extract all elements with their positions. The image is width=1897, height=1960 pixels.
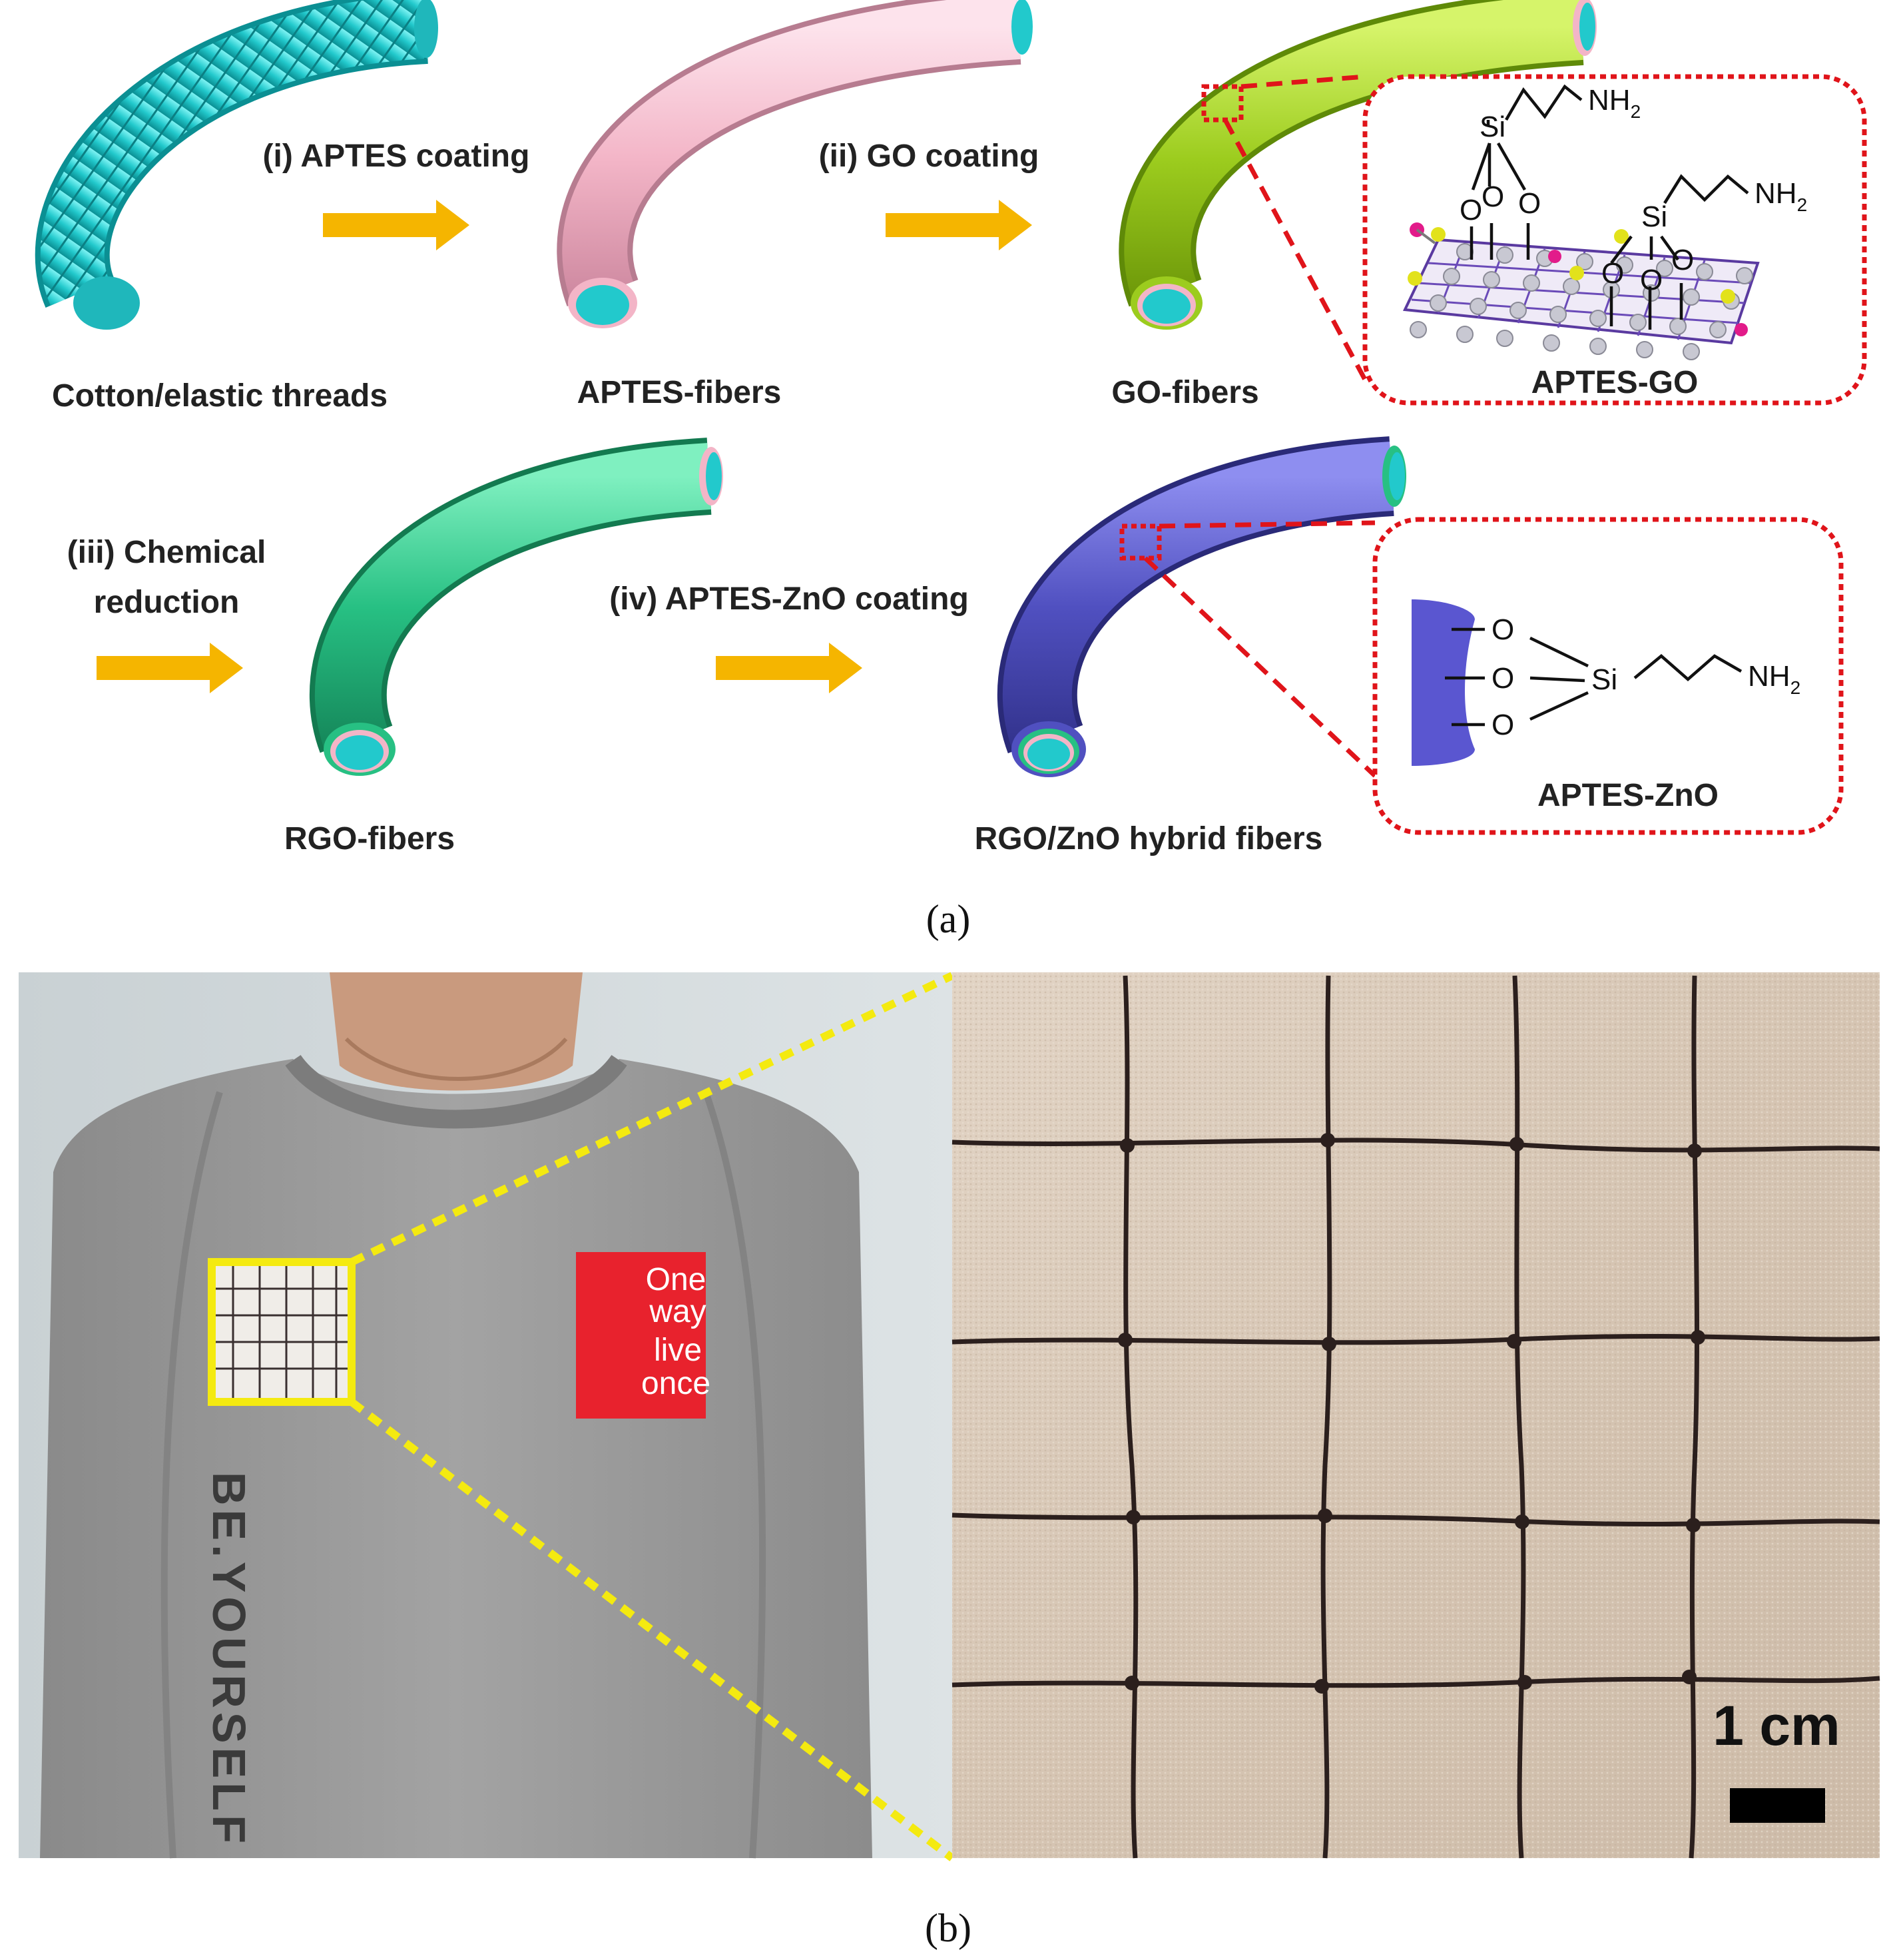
patch-line-3: live [654, 1333, 702, 1368]
step3-label-line2: reduction [94, 585, 240, 620]
highlight-box [208, 1258, 356, 1406]
nh2-label-1: NH2 [1588, 84, 1641, 122]
o-label-2c: O [1671, 244, 1694, 276]
sleeve-text: BE.YOURSELF [203, 1472, 255, 1847]
arrow-step-1 [323, 200, 469, 250]
patch-line-2: way [649, 1294, 706, 1329]
hybrid-fiber [997, 436, 1406, 778]
patch-line-1: One [646, 1262, 706, 1297]
step1-label: (i) APTES coating [263, 139, 530, 174]
aptes-go-title: APTES-GO [1531, 365, 1699, 400]
aptes-fiber [557, 0, 1033, 328]
si-label-2: Si [1641, 200, 1667, 233]
step2-label: (ii) GO coating [819, 139, 1039, 174]
zoom-line-bottom [349, 1399, 955, 1861]
zoom-box-zno [1119, 523, 1162, 561]
caption-b: (b) [925, 1906, 971, 1950]
shirt-sensor-grid [208, 1258, 356, 1406]
nh2-label-2: NH2 [1755, 177, 1807, 215]
shirt-photo: BE.YOURSELF One way live once [19, 972, 955, 1861]
arrow-step-4 [716, 643, 862, 693]
zno-o-label-1: O [1491, 613, 1514, 646]
go-fiber [1119, 0, 1597, 381]
zoom-line-top [350, 972, 954, 1266]
caption-a: (a) [926, 897, 971, 941]
red-patch: One way live once [576, 1252, 710, 1419]
step3-label-line1: (iii) Chemical [67, 535, 266, 570]
rgo-fibers-label: RGO-fibers [284, 821, 455, 856]
o-label-1a: O [1460, 194, 1482, 226]
panel-a: Si O O O NH2 Si O O O NH2 APTES-GO (i) A… [35, 0, 1867, 941]
aptes-zno-inset: O O O Si NH2 APTES-ZnO [1372, 517, 1844, 835]
fiber-grid [951, 975, 1880, 1859]
oxygen-groups [1408, 222, 1748, 336]
rgo-fiber [309, 438, 723, 776]
panel-b: BE.YOURSELF One way live once [19, 972, 1880, 1950]
zno-o-label-3: O [1491, 709, 1514, 741]
aptes-molecule-2 [1609, 174, 1749, 330]
o-label-2a: O [1601, 257, 1624, 290]
o-label-1c: O [1518, 187, 1541, 220]
zoom-box-go [1201, 84, 1244, 123]
si-label-1: Si [1480, 111, 1505, 143]
cotton-label: Cotton/elastic threads [52, 378, 388, 414]
aptes-molecule-1 [1470, 84, 1583, 260]
patch-line-4: once [641, 1366, 710, 1401]
aptes-fibers-label: APTES-fibers [577, 375, 782, 410]
graphene-sheet [1402, 222, 1760, 360]
grid-junctions [1118, 1133, 1705, 1694]
zno-si-label: Si [1591, 663, 1617, 696]
o-label-2b: O [1640, 264, 1663, 296]
scale-bar-label: 1 cm [1713, 1694, 1840, 1757]
arrow-step-3 [97, 643, 243, 693]
hybrid-fibers-label: RGO/ZnO hybrid fibers [975, 821, 1323, 856]
scale-bar [1730, 1788, 1825, 1823]
o-label-1b: O [1482, 180, 1504, 213]
aptes-go-inset: Si O O O NH2 Si O O O NH2 APTES-GO [1362, 74, 1867, 406]
zno-o-label-2: O [1491, 662, 1514, 695]
zno-nh2-label: NH2 [1748, 660, 1800, 698]
aptes-zno-title: APTES-ZnO [1537, 778, 1719, 813]
fabric-closeup: 1 cm [951, 972, 1880, 1859]
go-fibers-label: GO-fibers [1111, 375, 1258, 410]
step4-label: (iv) APTES-ZnO coating [609, 581, 969, 617]
cotton-thread [35, 0, 438, 330]
arrow-step-2 [886, 200, 1032, 250]
